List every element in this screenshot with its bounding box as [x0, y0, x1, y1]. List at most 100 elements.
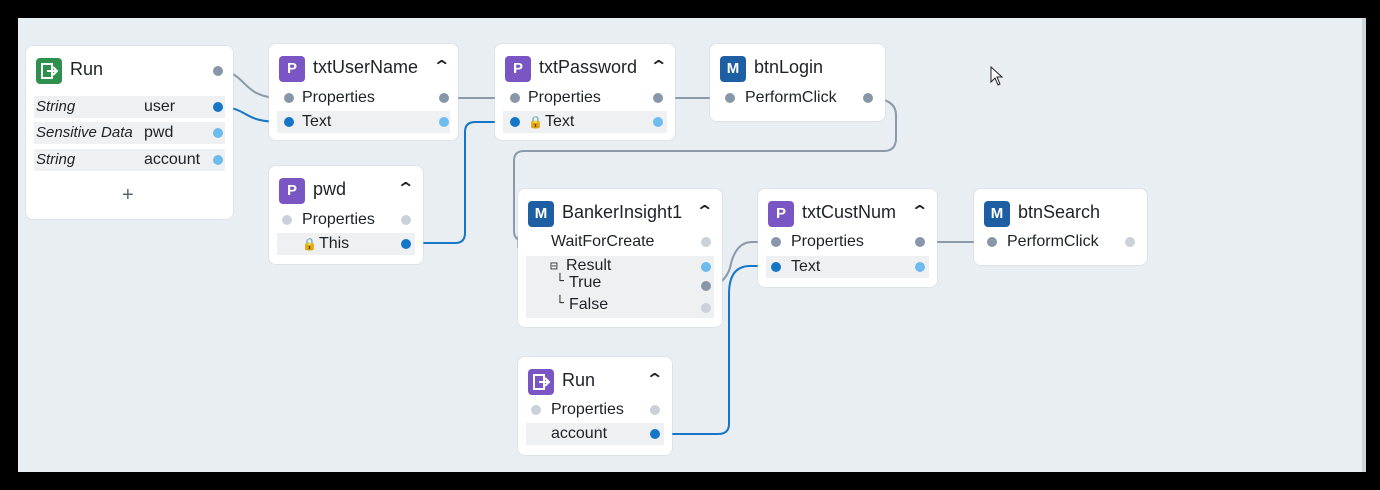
- variable-row[interactable]: String account: [34, 149, 225, 171]
- input-port[interactable]: [771, 237, 781, 247]
- output-port[interactable]: [701, 237, 711, 247]
- vertical-scrollbar[interactable]: [1362, 18, 1366, 472]
- node-title: Run: [562, 370, 596, 390]
- port-row-text[interactable]: Text: [277, 111, 450, 133]
- output-port[interactable]: [439, 93, 449, 103]
- variable-name: user: [144, 98, 176, 115]
- port-label: 🔒This: [302, 235, 349, 253]
- port-label: Properties: [302, 211, 375, 228]
- run-node-main[interactable]: Run String user Sensitive Data pwd Strin…: [26, 46, 233, 219]
- chevron-up-icon[interactable]: ⌄: [645, 369, 665, 386]
- port-label: Text: [791, 258, 821, 275]
- port-row-properties[interactable]: Properties: [503, 87, 667, 109]
- input-port[interactable]: [510, 93, 520, 103]
- method-node-btnsearch[interactable]: M btnSearch PerformClick: [974, 189, 1147, 265]
- variable-name: pwd: [144, 124, 174, 141]
- output-port[interactable]: [1125, 237, 1135, 247]
- input-port[interactable]: [771, 262, 781, 272]
- output-port[interactable]: [650, 405, 660, 415]
- lock-icon: 🔒: [528, 115, 543, 129]
- output-port[interactable]: [213, 155, 223, 165]
- port-label: Properties: [528, 89, 601, 106]
- property-node-pwd[interactable]: P pwd ⌄ Properties 🔒This: [269, 166, 423, 264]
- port-label-text: Text: [544, 113, 575, 130]
- port-label: Text: [302, 113, 332, 130]
- property-node-txtpassword[interactable]: P txtPassword ⌄ Properties 🔒Text: [495, 44, 675, 140]
- node-title: Run: [70, 59, 104, 79]
- chevron-up-icon[interactable]: ⌄: [432, 56, 452, 73]
- port-row-performclick[interactable]: PerformClick: [718, 87, 877, 109]
- node-title: BankerInsight1: [562, 202, 683, 222]
- port-row-waitforcreate[interactable]: WaitForCreate: [526, 231, 714, 253]
- port-label: Properties: [551, 401, 624, 418]
- output-port[interactable]: [653, 93, 663, 103]
- output-port[interactable]: [701, 281, 711, 291]
- variable-row[interactable]: String user: [34, 96, 225, 118]
- wire-login-to-waitforcreate: [513, 97, 897, 248]
- output-port[interactable]: [213, 102, 223, 112]
- output-port[interactable]: [701, 303, 711, 313]
- input-port[interactable]: [284, 117, 294, 127]
- variable-type: String: [36, 98, 76, 115]
- node-title: pwd: [313, 179, 347, 199]
- port-row-performclick[interactable]: PerformClick: [982, 231, 1139, 253]
- chevron-up-icon[interactable]: ⌄: [910, 201, 930, 218]
- minus-box-icon[interactable]: ⊟: [550, 259, 558, 274]
- input-port[interactable]: [284, 93, 294, 103]
- property-node-txtusername[interactable]: P txtUserName ⌄ Properties Text: [269, 44, 458, 140]
- property-node-txtcustnum[interactable]: P txtCustNum ⌄ Properties Text: [758, 189, 937, 287]
- property-badge-icon: P: [279, 178, 305, 204]
- method-node-bankerinsight1[interactable]: M BankerInsight1 ⌄ WaitForCreate ⊟ Resul…: [518, 189, 722, 327]
- output-port[interactable]: [401, 239, 411, 249]
- output-port[interactable]: [401, 215, 411, 225]
- method-node-btnlogin[interactable]: M btnLogin PerformClick: [710, 44, 885, 121]
- chevron-up-icon[interactable]: ⌄: [396, 178, 416, 195]
- input-port[interactable]: [725, 93, 735, 103]
- port-row-properties[interactable]: Properties: [277, 209, 415, 231]
- output-port[interactable]: [213, 66, 223, 76]
- port-row-properties[interactable]: Properties: [526, 399, 664, 421]
- exit-arrow-icon: [528, 369, 554, 395]
- tree-branch: └: [556, 274, 564, 289]
- node-title: txtPassword: [539, 57, 638, 77]
- run-node-secondary[interactable]: Run ⌄ Properties account: [518, 357, 672, 455]
- variable-type: String: [36, 151, 76, 168]
- port-row-account[interactable]: account: [526, 423, 664, 445]
- variable-row[interactable]: Sensitive Data pwd: [34, 122, 225, 144]
- output-port[interactable]: [863, 93, 873, 103]
- output-port[interactable]: [701, 262, 711, 272]
- method-badge-icon: M: [528, 201, 554, 227]
- output-port[interactable]: [653, 117, 663, 127]
- result-group[interactable]: ⊟ Result └ True └ False: [526, 256, 714, 318]
- method-badge-icon: M: [720, 56, 746, 82]
- chevron-up-icon[interactable]: ⌄: [695, 201, 715, 218]
- port-row-text[interactable]: 🔒Text: [503, 111, 667, 133]
- add-variable-button[interactable]: +: [122, 184, 134, 206]
- port-row-text[interactable]: Text: [766, 256, 929, 278]
- port-label: Properties: [791, 233, 864, 250]
- input-port[interactable]: [531, 405, 541, 415]
- output-port[interactable]: [213, 128, 223, 138]
- node-title: txtCustNum: [802, 202, 897, 222]
- port-label: 🔒Text: [528, 113, 574, 131]
- output-port[interactable]: [650, 429, 660, 439]
- port-row-properties[interactable]: Properties: [766, 231, 929, 253]
- output-port[interactable]: [915, 237, 925, 247]
- chevron-up-icon[interactable]: ⌄: [649, 56, 669, 73]
- tree-branch: └: [556, 296, 564, 311]
- port-row-properties[interactable]: Properties: [277, 87, 450, 109]
- node-title: btnLogin: [754, 57, 824, 77]
- output-port[interactable]: [439, 117, 449, 127]
- port-label: Properties: [302, 89, 375, 106]
- property-badge-icon: P: [768, 201, 794, 227]
- port-row-this[interactable]: 🔒This: [277, 233, 415, 255]
- variable-name: account: [144, 151, 201, 168]
- output-port[interactable]: [915, 262, 925, 272]
- input-port[interactable]: [282, 215, 292, 225]
- port-label: WaitForCreate: [551, 233, 655, 250]
- port-label: Result: [566, 257, 612, 274]
- property-badge-icon: P: [505, 56, 531, 82]
- property-badge-icon: P: [279, 56, 305, 82]
- input-port[interactable]: [510, 117, 520, 127]
- input-port[interactable]: [987, 237, 997, 247]
